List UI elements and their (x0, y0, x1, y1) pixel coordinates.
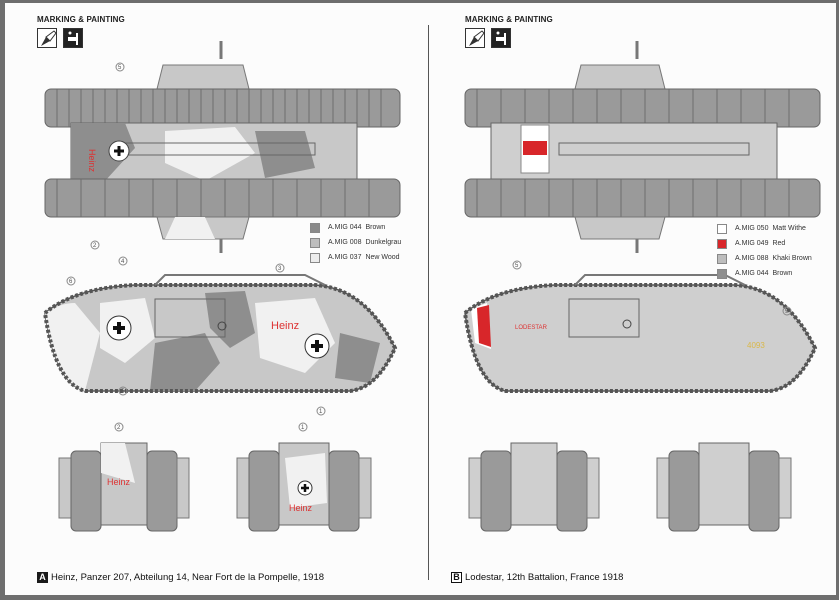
legend-row: A.MIG 008 Dunkelgrau (310, 235, 401, 250)
scheme-a-panel: MARKING & PAINTING (5, 3, 421, 598)
scheme-b-legend: A.MIG 050 Matt Withe A.MIG 049 Red A.MIG… (717, 221, 812, 281)
scheme-b-drawings: LODESTAR 4093 5 9 (462, 41, 821, 532)
tool-icons (37, 28, 83, 48)
legend-row: A.MIG 044 Brown (310, 220, 401, 235)
color-swatch (717, 253, 727, 264)
color-swatch (310, 222, 320, 233)
color-swatch (717, 238, 727, 249)
paint-code: A.MIG 088 (735, 255, 769, 262)
paint-name: Matt Withe (772, 225, 806, 232)
svg-text:5: 5 (118, 65, 122, 71)
airbrush-icon (63, 28, 83, 48)
top-view (464, 41, 821, 253)
color-swatch (717, 223, 727, 234)
front-name-marking: Heinz (107, 477, 131, 487)
paint-code: A.MIG 044 (735, 270, 769, 277)
svg-text:2: 2 (93, 243, 97, 249)
section-title: MARKING & PAINTING (37, 15, 125, 24)
side-name-marking: LODESTAR (515, 325, 548, 331)
svg-text:3: 3 (278, 266, 282, 272)
top-view: Heinz (44, 41, 401, 253)
legend-row: A.MIG 088 Khaki Brown (717, 251, 812, 266)
legend-row: A.MIG 037 New Wood (310, 250, 401, 265)
callout-markers: 5 2 4 3 6 5 1 2 1 (66, 62, 326, 432)
scheme-a-caption: A Heinz, Panzer 207, Abteilung 14, Near … (37, 572, 324, 583)
side-view: LODESTAR 4093 (462, 274, 818, 393)
section-title: MARKING & PAINTING (465, 15, 553, 24)
scheme-title: Lodestar, 12th Battalion, France 1918 (465, 572, 624, 583)
legend-row: A.MIG 044 Brown (717, 266, 812, 281)
front-view (468, 442, 600, 532)
paint-name: Red (772, 240, 786, 247)
svg-text:1: 1 (319, 409, 323, 415)
scheme-b-caption: B Lodestar, 12th Battalion, France 1918 (451, 572, 623, 583)
svg-text:6: 6 (69, 279, 73, 285)
paint-code: A.MIG 008 (328, 239, 362, 246)
scheme-tag: A (37, 572, 48, 583)
paint-name: Brown (772, 270, 793, 277)
color-swatch (310, 237, 320, 248)
front-view: Heinz (58, 442, 190, 532)
color-swatch (310, 252, 320, 263)
paint-name: Dunkelgrau (365, 239, 402, 246)
scheme-title: Heinz, Panzer 207, Abteilung 14, Near Fo… (51, 572, 325, 583)
svg-text:2: 2 (117, 425, 121, 431)
svg-text:1: 1 (301, 425, 305, 431)
side-name-marking: Heinz (271, 320, 299, 332)
scheme-a-legend: A.MIG 044 Brown A.MIG 008 Dunkelgrau A.M… (310, 220, 401, 265)
rear-view: Heinz (236, 442, 372, 532)
paint-code: A.MIG 044 (328, 224, 362, 231)
color-swatch (717, 268, 727, 279)
side-view: Heinz (42, 274, 398, 393)
legend-row: A.MIG 049 Red (717, 236, 812, 251)
paint-name: Brown (365, 224, 386, 231)
paint-code: A.MIG 050 (735, 225, 769, 232)
top-name-marking: Heinz (87, 149, 97, 173)
tool-icons (465, 28, 511, 48)
scheme-a-drawings: Heinz (42, 41, 401, 532)
page-divider (428, 25, 429, 580)
svg-text:4: 4 (121, 259, 125, 265)
svg-text:9: 9 (785, 309, 789, 315)
paint-name: New Wood (365, 254, 400, 261)
scheme-b-panel: MARKING & PAINTING (429, 3, 839, 598)
paint-code: A.MIG 037 (328, 254, 362, 261)
callout-markers: 5 9 (512, 260, 792, 316)
rear-name-marking: Heinz (289, 503, 313, 513)
paint-brush-icon (465, 28, 485, 48)
serial-marking: 4093 (747, 341, 765, 350)
paint-brush-icon (37, 28, 57, 48)
paint-name: Khaki Brown (772, 255, 812, 262)
svg-text:5: 5 (121, 389, 125, 395)
legend-row: A.MIG 050 Matt Withe (717, 221, 812, 236)
paint-code: A.MIG 049 (735, 240, 769, 247)
airbrush-icon (491, 28, 511, 48)
rear-view (656, 442, 792, 532)
scheme-tag: B (451, 572, 462, 583)
svg-text:5: 5 (515, 263, 519, 269)
